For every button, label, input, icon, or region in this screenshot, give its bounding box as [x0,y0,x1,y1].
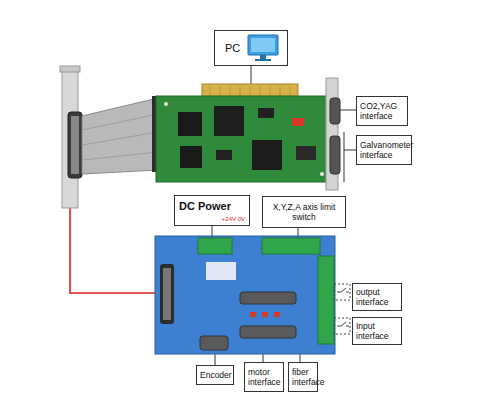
illustration-part [178,112,202,136]
illustration-part [280,86,281,96]
illustration-part [252,140,282,170]
illustration-part [258,108,274,118]
callout-text: Input interface [356,321,398,341]
illustration-part [230,86,231,96]
illustration-part [337,292,341,293]
callout-text: motor interface [248,367,281,387]
illustration-part [163,268,171,320]
illustration-part [330,98,340,124]
illustration-part [251,66,252,84]
illustration-part [344,150,356,151]
illustration-part [262,238,320,254]
illustration-part [210,86,211,96]
callout-text: Galvanometer interface [360,140,413,160]
illustration-part [346,326,349,327]
pci-card [156,78,340,190]
illustration-part [82,114,158,130]
callout-box: X,Y,Z,A axis limit switch [262,196,346,228]
illustration-part [220,86,221,96]
illustration-part [337,326,341,327]
illustration-part [198,238,232,254]
illustration-part [164,102,168,106]
illustration-part [250,86,251,96]
ribbon-cable [82,96,162,174]
callout-box: fiber interface [288,362,318,392]
callout-box: Input interface [352,317,402,345]
callout-text: DC Power [179,200,231,212]
callout-text: CO2,YAG interface [360,101,404,121]
callout-box: PC [214,30,288,66]
callout-box: Encoder [196,365,234,385]
callout-text: fiber interface [292,367,325,387]
illustration-part [68,112,82,178]
illustration-part [346,292,349,293]
illustration-part [296,146,316,160]
red-cable [70,208,162,293]
illustration-part [240,326,296,338]
illustration-part [160,264,174,324]
illustration-part [216,150,232,160]
illustration-part [340,110,356,111]
callout-box: Galvanometer interface [356,135,412,165]
callout-box: motor interface [244,362,284,392]
callout-box: CO2,YAG interface [356,96,408,126]
illustration-part [206,262,236,280]
illustration-part [60,66,80,72]
illustration-part [82,98,158,174]
illustration-part [214,106,244,136]
illustration-part [320,172,324,176]
callout-box: DC Power +24V 0V [174,195,250,226]
illustration-part [344,132,345,182]
illustration-part [290,86,291,96]
illustration-part [210,86,290,96]
illustration-part [180,146,202,168]
illustration-part [260,86,261,96]
illustration-part [156,96,332,182]
voltage-label: +24V 0V [222,216,245,223]
callout-text: PC [225,43,240,53]
terminal-board [155,236,335,354]
switch-symbol [334,284,350,334]
illustration-part [341,322,346,326]
callout-box: output interface [352,283,402,311]
illustration-part [82,132,158,145]
illustration-part [240,292,296,304]
callout-text: X,Y,Z,A axis limit switch [266,202,342,222]
illustration-part [292,118,304,126]
illustration-part [82,152,158,160]
callout-text: Encoder [200,370,232,380]
illustration-part [318,256,334,344]
callout-text: output interface [356,287,398,307]
illustration-part [274,312,280,317]
illustration-part [334,284,350,300]
illustration-part [341,288,346,292]
illustration-part [71,116,79,174]
illustration-part [334,318,350,334]
illustration-part [262,312,268,317]
illustration-part [250,312,256,317]
illustration-part [240,86,241,96]
illustration-part [155,236,335,354]
illustration-part [270,86,271,96]
illustration-part [200,336,228,350]
illustration-part [330,136,340,174]
pci-bracket [60,66,82,208]
